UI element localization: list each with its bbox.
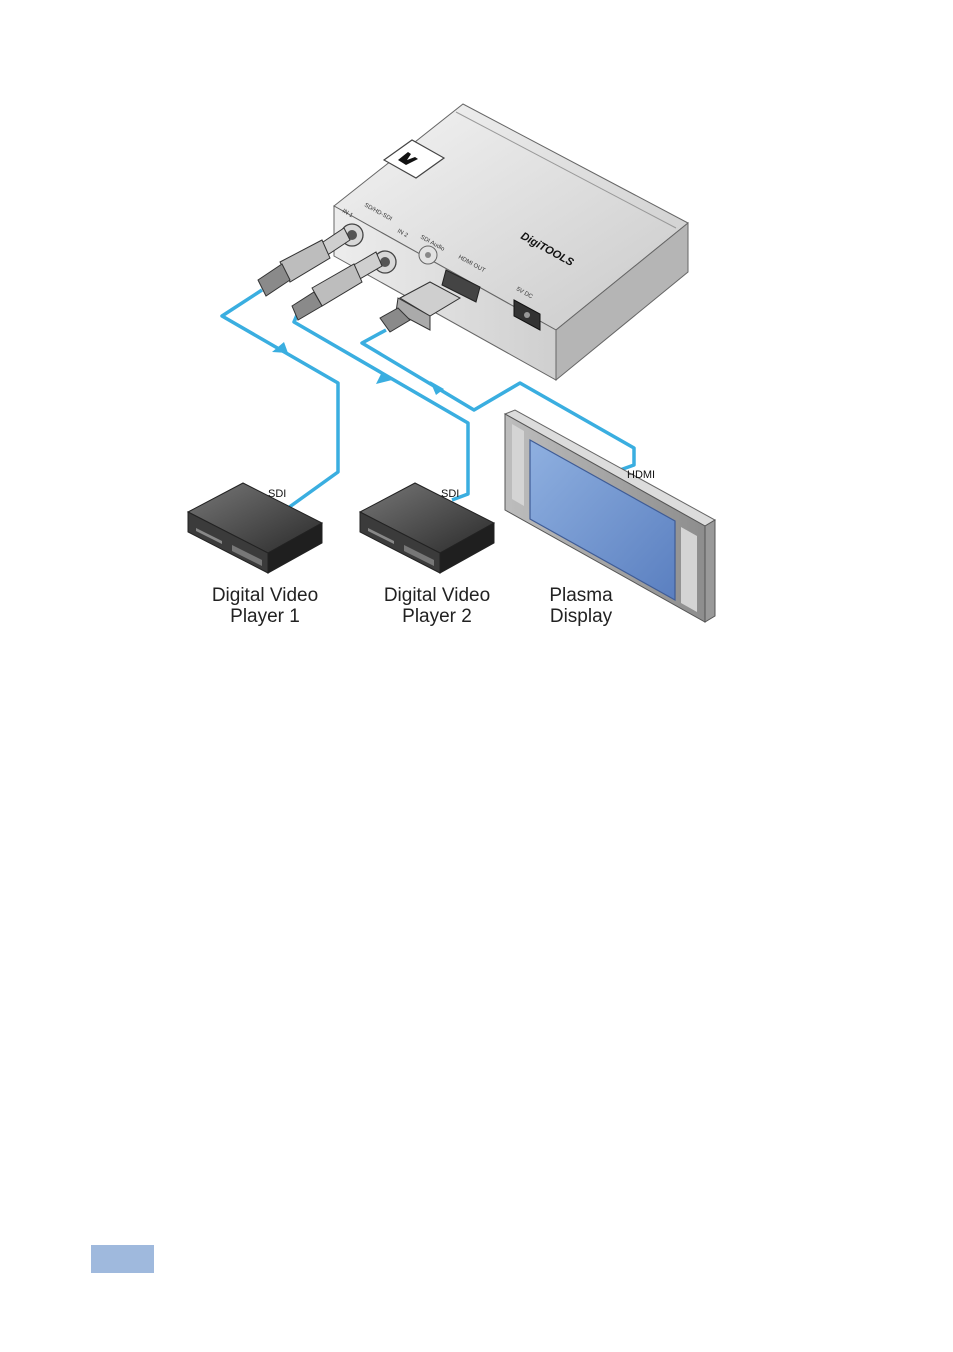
caption-player-1: Digital Video Player 1	[190, 585, 340, 627]
caption-player-2: Digital Video Player 2	[362, 585, 512, 627]
arrow-hdmi	[430, 381, 444, 395]
hdmi-label: HDMI	[627, 469, 655, 481]
sdi-label-1: SDI	[268, 488, 286, 500]
caption-player-2-text: Digital Video Player 2	[362, 585, 512, 627]
digital-video-player-2	[360, 483, 494, 573]
signal-arrows	[272, 342, 444, 395]
page-number-tab	[91, 1245, 154, 1273]
sdi-cable-2	[294, 315, 468, 500]
hdmi-cable	[362, 330, 634, 470]
caption-player-1-text: Digital Video Player 1	[190, 585, 340, 627]
sdi-label-2: SDI	[441, 488, 459, 500]
sdi-audio-connector	[419, 246, 437, 264]
caption-display: Plasma Display	[526, 585, 636, 627]
sdi-cable-1	[222, 290, 338, 508]
caption-display-text: Plasma Display	[526, 585, 636, 627]
converter-device: DigiTOOLS IN 1 SD/HD-SDI IN 2 SDI Audio …	[334, 104, 688, 380]
